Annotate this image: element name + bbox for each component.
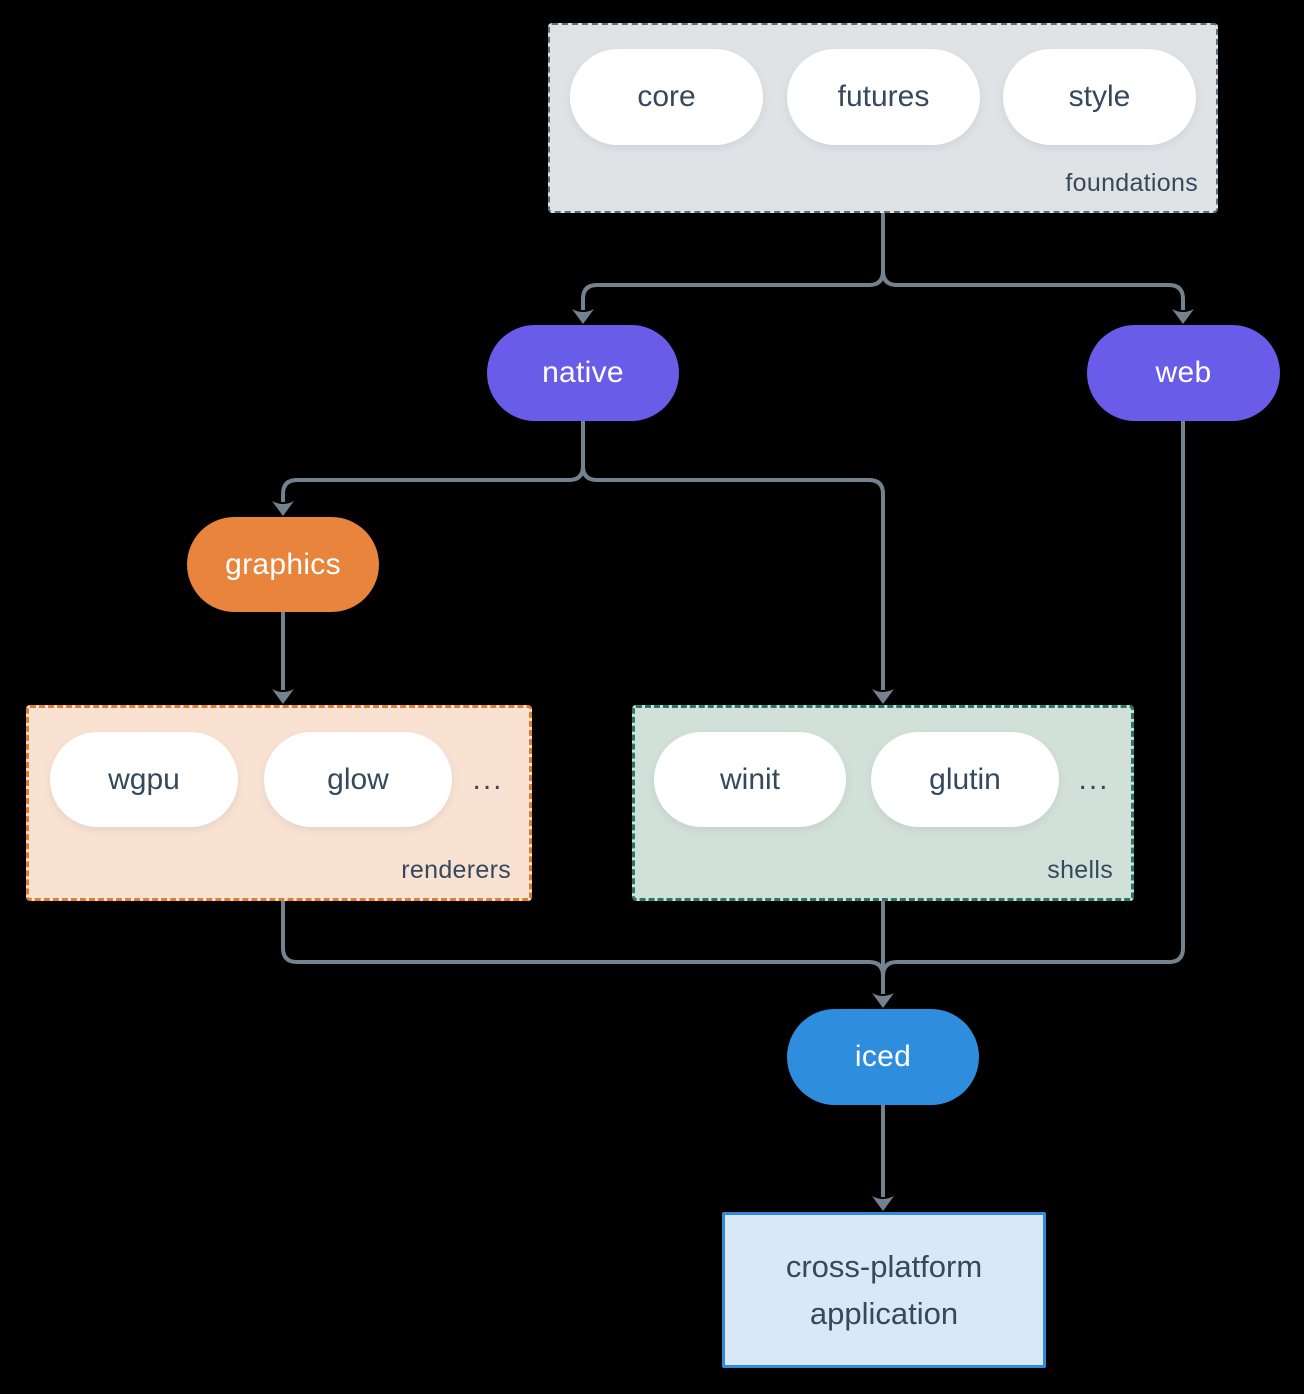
node-wgpu-label: wgpu	[108, 762, 180, 796]
node-glow-label: glow	[327, 762, 389, 796]
node-futures: futures	[787, 49, 980, 145]
node-iced-label: iced	[854, 1040, 912, 1073]
renderers-group-box: wgpu glow ... renderers	[26, 705, 532, 901]
shells-group-box: winit glutin ... shells	[632, 705, 1134, 901]
node-cross-platform-application: cross-platform application	[722, 1212, 1046, 1368]
edge-foundations-to-web	[881, 213, 1185, 310]
node-style: style	[1003, 49, 1196, 145]
node-web: web	[1087, 325, 1280, 421]
arrowhead-shells	[872, 689, 894, 704]
foundations-group-label: foundations	[1065, 169, 1198, 197]
edge-native-to-shells	[581, 421, 885, 690]
node-style-label: style	[1068, 80, 1131, 113]
node-web-label: web	[1155, 356, 1212, 389]
node-core: core	[570, 49, 763, 145]
arrowhead-graphics	[272, 501, 294, 516]
node-native: native	[487, 325, 679, 421]
edge-foundations-to-native	[581, 213, 885, 310]
renderers-ellipsis: ...	[472, 762, 504, 796]
node-graphics-label: graphics	[225, 547, 341, 581]
node-winit-label: winit	[719, 762, 780, 796]
arrowhead-renderers	[272, 689, 294, 704]
arrowhead-native	[572, 309, 594, 324]
shells-group-label: shells	[1047, 856, 1113, 884]
node-core-label: core	[637, 80, 696, 113]
arrowhead-iced	[872, 993, 894, 1008]
app-label-line1: cross-platform	[785, 1249, 983, 1284]
node-glutin-label: glutin	[929, 762, 1001, 796]
node-winit: winit	[654, 732, 846, 827]
shells-ellipsis: ...	[1078, 762, 1110, 796]
arrowhead-web	[1172, 309, 1194, 324]
node-graphics: graphics	[187, 517, 379, 612]
renderers-group-label: renderers	[401, 856, 511, 884]
node-iced: iced	[787, 1009, 979, 1105]
foundations-group-box: core futures style foundations	[548, 23, 1218, 213]
edge-renderers-to-iced	[281, 901, 885, 977]
node-glutin: glutin	[871, 732, 1059, 827]
node-native-label: native	[542, 356, 624, 389]
node-futures-label: futures	[837, 80, 930, 113]
node-glow: glow	[264, 732, 452, 827]
edge-native-to-graphics	[281, 421, 585, 502]
node-wgpu: wgpu	[50, 732, 238, 827]
app-label-line2: application	[809, 1296, 959, 1331]
arrowhead-app	[872, 1196, 894, 1211]
